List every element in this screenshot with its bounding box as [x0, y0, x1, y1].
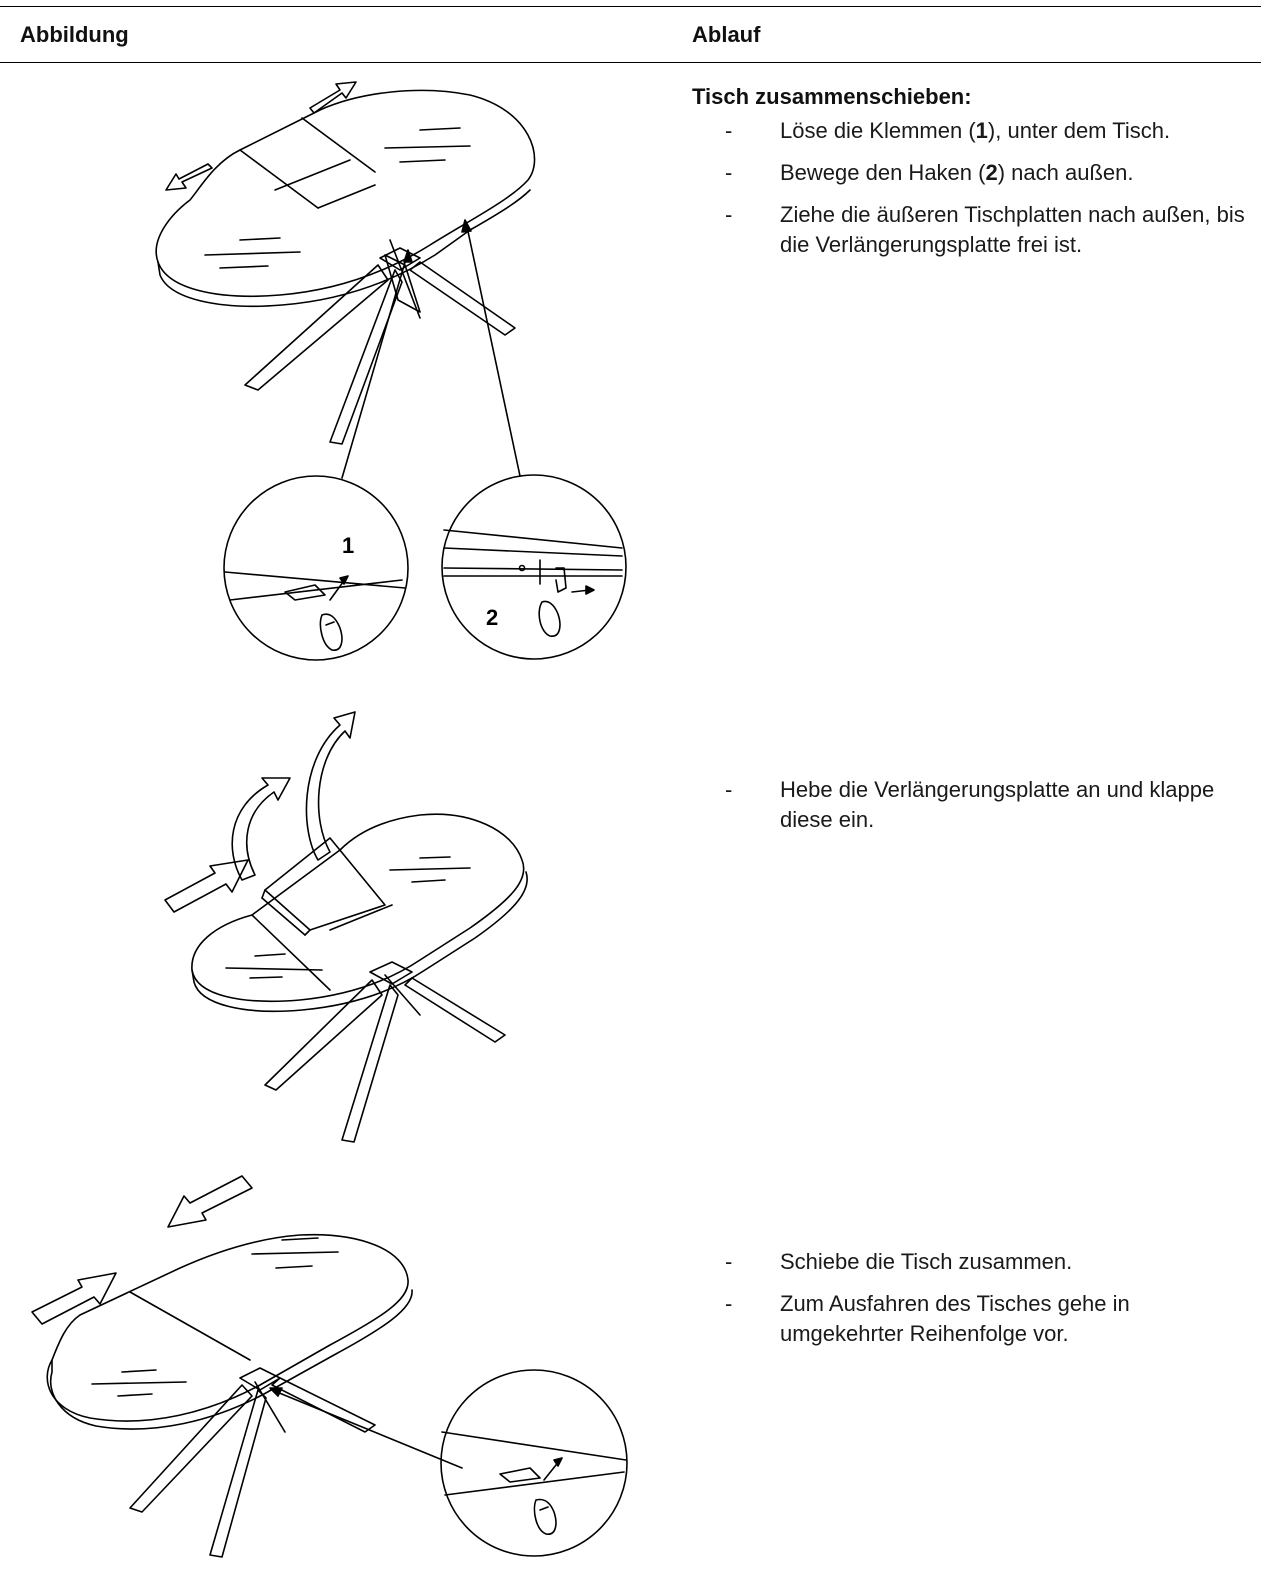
bullet-dash: -	[725, 1289, 732, 1319]
column-header-figure: Abbildung	[20, 22, 129, 48]
callout-number-1: 1	[342, 533, 354, 558]
detail-circle-clamp	[224, 476, 408, 660]
push-arrow-lower	[166, 164, 212, 190]
table-legs	[130, 1368, 375, 1557]
list-item: - Schiebe die Tisch zusammen.	[692, 1247, 1252, 1277]
section-title: Tisch zusammenschieben:	[692, 84, 972, 110]
figure-extended-table: 1 2	[0, 70, 660, 670]
figure-fold-leaf	[0, 700, 560, 1160]
list-item: - Zum Ausfahren des Tisches gehe in umge…	[692, 1289, 1252, 1349]
push-arrow-upper	[168, 1176, 252, 1227]
header-rule	[0, 62, 1261, 63]
figure-pushed-together	[0, 1170, 660, 1570]
bullet-dash: -	[725, 158, 732, 188]
list-item: - Hebe die Verlängerungsplatte an und kl…	[692, 775, 1252, 835]
detail-circle-hook	[442, 475, 626, 659]
bullet-dash: -	[725, 775, 732, 805]
step-list-2: - Hebe die Verlängerungsplatte an und kl…	[692, 775, 1252, 847]
step-list-1: - Löse die Klemmen (1), unter dem Tisch.…	[692, 116, 1252, 272]
table-top	[47, 1235, 412, 1429]
column-header-procedure: Ablauf	[692, 22, 760, 48]
callout-number-2: 2	[486, 605, 498, 630]
detail-circle-clamp	[441, 1370, 627, 1556]
push-arrow-upper	[310, 82, 356, 113]
lift-arrow-left	[232, 778, 290, 880]
bullet-dash: -	[725, 116, 732, 146]
table-legs	[265, 962, 505, 1142]
table-top	[192, 814, 527, 1011]
step-list-3: - Schiebe die Tisch zusammen. - Zum Ausf…	[692, 1247, 1252, 1361]
table-top-rule	[0, 6, 1261, 7]
list-item: - Ziehe die äußeren Tischplatten nach au…	[692, 200, 1252, 260]
bullet-dash: -	[725, 1247, 732, 1277]
push-arrow-lower	[32, 1273, 116, 1324]
bullet-dash: -	[725, 200, 732, 230]
list-item: - Bewege den Haken (2) nach außen.	[692, 158, 1252, 188]
list-item: - Löse die Klemmen (1), unter dem Tisch.	[692, 116, 1252, 146]
